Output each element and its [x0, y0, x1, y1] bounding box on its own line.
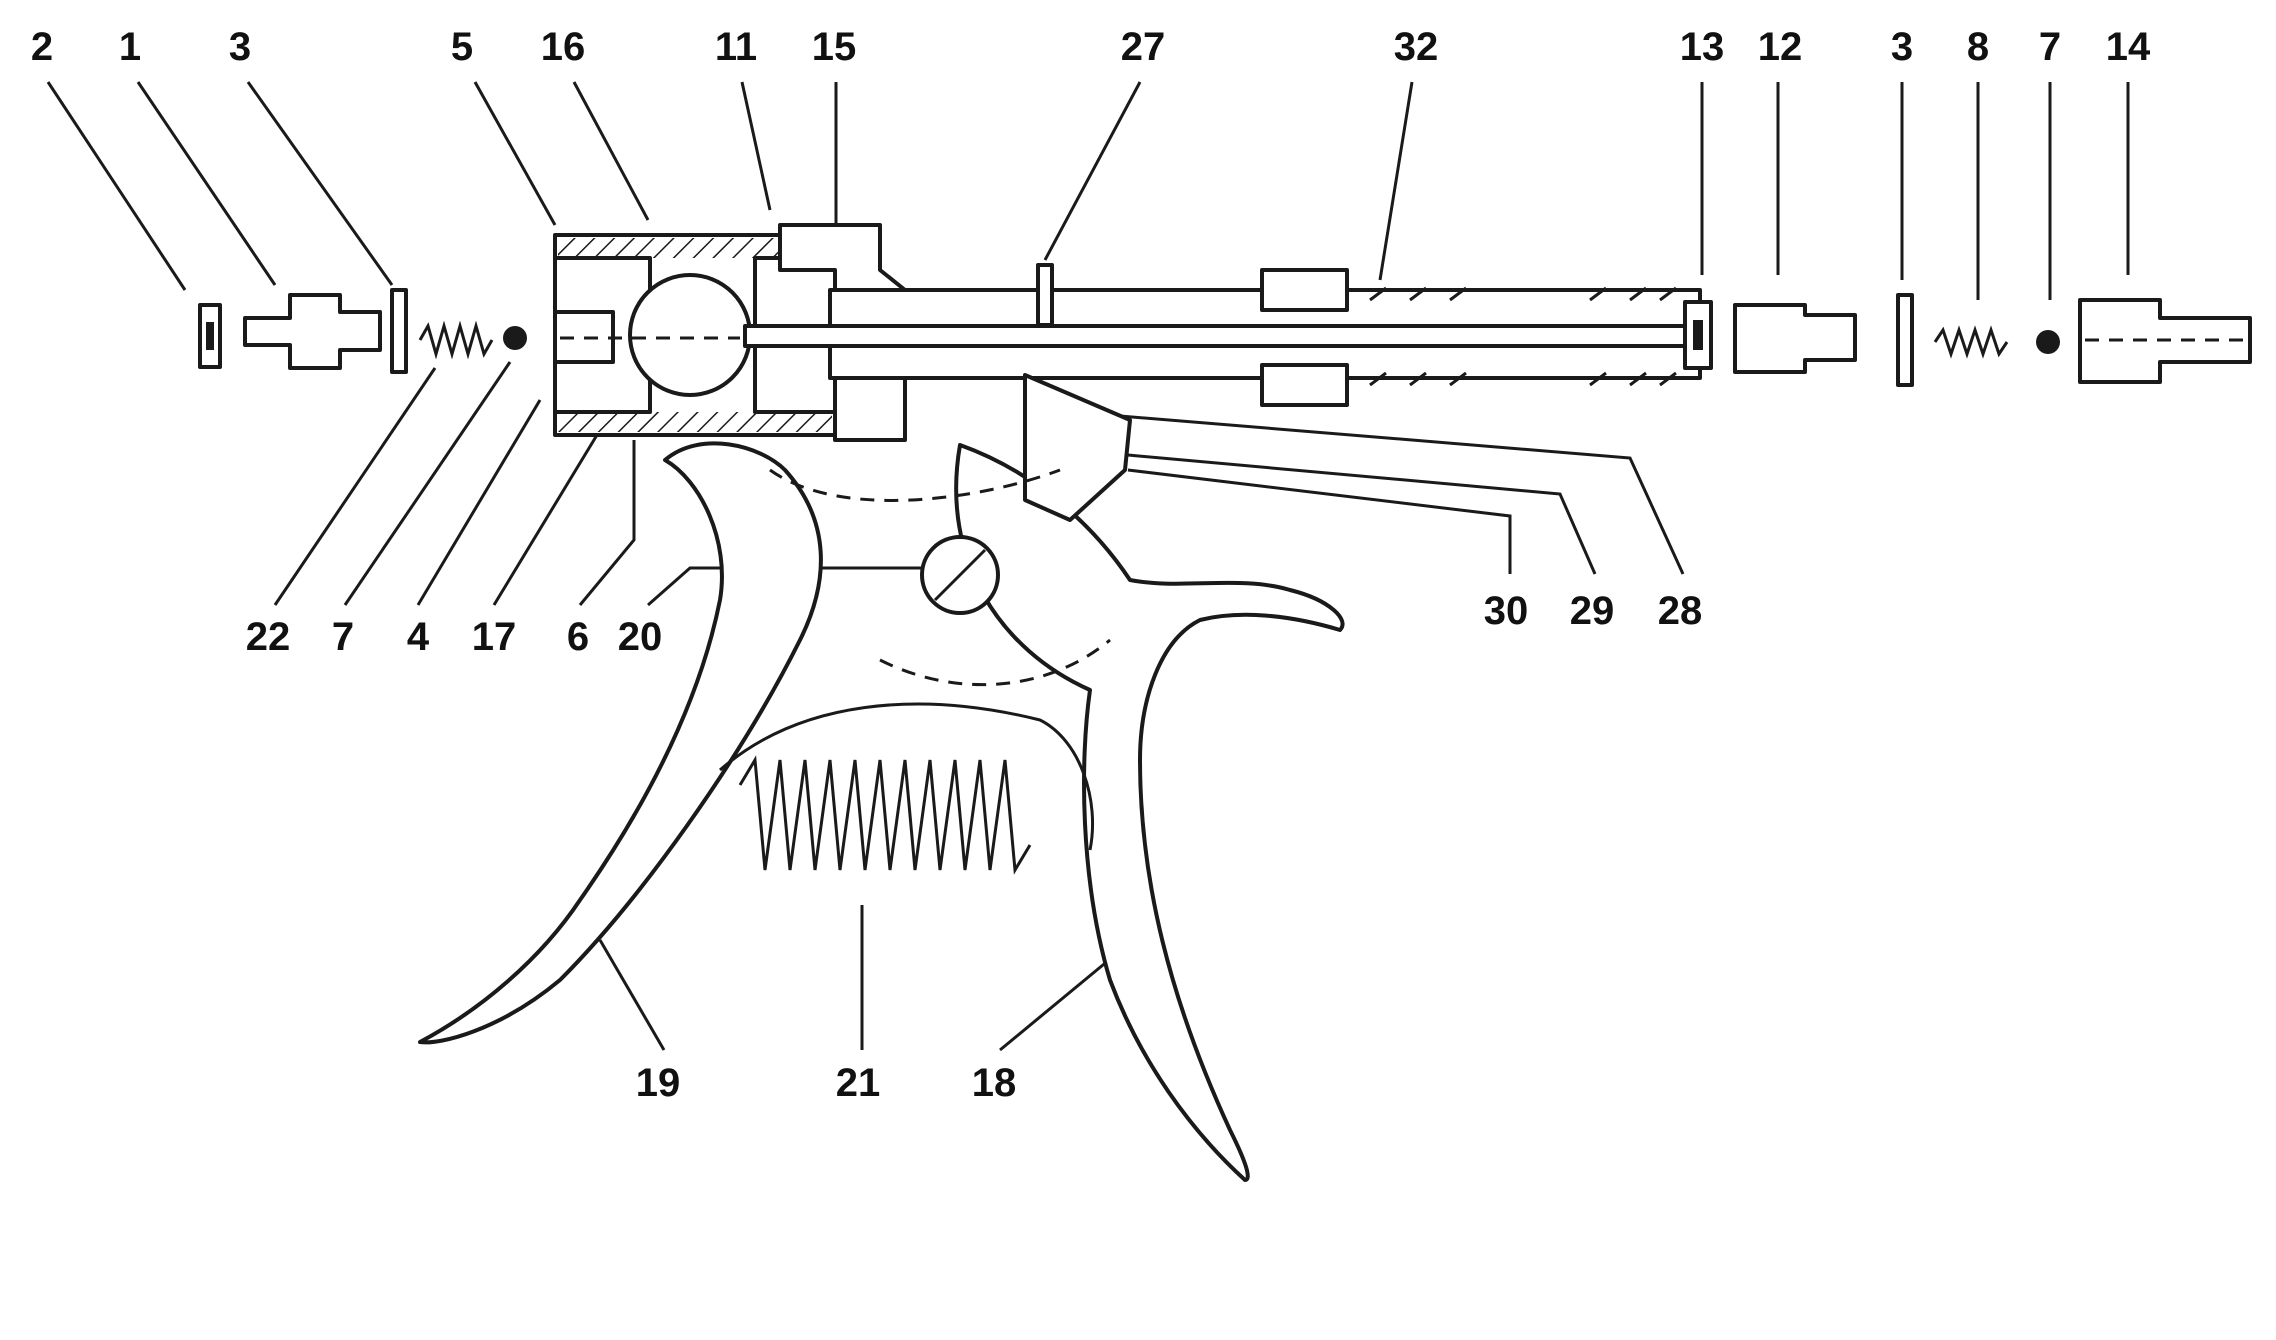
- lower-left-labels: 22 7 4 17 6 20: [246, 615, 663, 659]
- washer-part-2-center: [206, 322, 214, 350]
- label-part-14: 14: [2106, 25, 2151, 69]
- label-part-16: 16: [541, 25, 586, 69]
- nozzle-part-1: [243, 293, 382, 370]
- bottom-labels: 19 21 18: [636, 1061, 1017, 1105]
- ball-part-7: [503, 326, 527, 350]
- linkage-part-28: [1023, 373, 1132, 522]
- end-cap-part-13-center: [1693, 320, 1703, 350]
- label-part-13: 13: [1680, 25, 1725, 69]
- cylinder-top-wall: [558, 238, 832, 258]
- label-part-3b: 3: [1891, 25, 1913, 69]
- barrel-assembly: [743, 263, 1713, 407]
- adjust-nut-lower: [1260, 363, 1349, 407]
- left-fittings: [198, 288, 527, 374]
- label-part-4: 4: [407, 615, 430, 659]
- top-labels: 2 1 3 5 16 11 15 27 32 13 12 3 8 7 14: [31, 25, 2151, 69]
- seal-part-3: [390, 288, 408, 374]
- label-part-20: 20: [618, 615, 663, 659]
- label-part-11: 11: [715, 25, 757, 69]
- label-part-6: 6: [567, 615, 589, 659]
- label-part-12: 12: [1758, 25, 1803, 69]
- label-part-17: 17: [472, 615, 517, 659]
- label-part-15: 15: [812, 25, 857, 69]
- label-part-8: 8: [1967, 25, 1989, 69]
- pin-part-27: [1036, 263, 1054, 327]
- adjust-nut: [1260, 268, 1349, 312]
- plunger-rod: [743, 324, 1702, 348]
- label-part-3: 3: [229, 25, 251, 69]
- label-part-7b: 7: [2039, 25, 2061, 69]
- label-part-32: 32: [1394, 25, 1439, 69]
- lower-right-labels: 30 29 28: [1484, 589, 1703, 633]
- spring-part-32: [1369, 286, 1677, 387]
- label-part-29: 29: [1570, 589, 1615, 633]
- ball-part-7-right: [2036, 330, 2060, 354]
- lever-part-19: [418, 441, 823, 1045]
- spring-part-22: [418, 320, 494, 360]
- label-part-2: 2: [31, 25, 53, 69]
- label-part-19: 19: [636, 1061, 681, 1105]
- handle-assembly: [418, 373, 1345, 1182]
- label-part-27: 27: [1121, 25, 1166, 69]
- spring-part-21: [738, 755, 1032, 875]
- label-part-22: 22: [246, 615, 291, 659]
- label-part-30: 30: [1484, 589, 1529, 633]
- cylinder-bottom-wall: [558, 412, 832, 432]
- label-part-28: 28: [1658, 589, 1703, 633]
- right-fittings: [1733, 293, 2252, 387]
- label-part-18: 18: [972, 1061, 1017, 1105]
- spring-part-8: [1933, 325, 2009, 359]
- piston-chamber: [628, 273, 752, 397]
- label-part-21: 21: [836, 1061, 881, 1105]
- leader-lines: [46, 81, 2130, 1052]
- label-part-7: 7: [332, 615, 354, 659]
- label-part-1: 1: [119, 25, 141, 69]
- fitting-part-12: [1733, 303, 1857, 374]
- seal-part-3-right: [1896, 293, 1914, 387]
- label-part-5: 5: [451, 25, 473, 69]
